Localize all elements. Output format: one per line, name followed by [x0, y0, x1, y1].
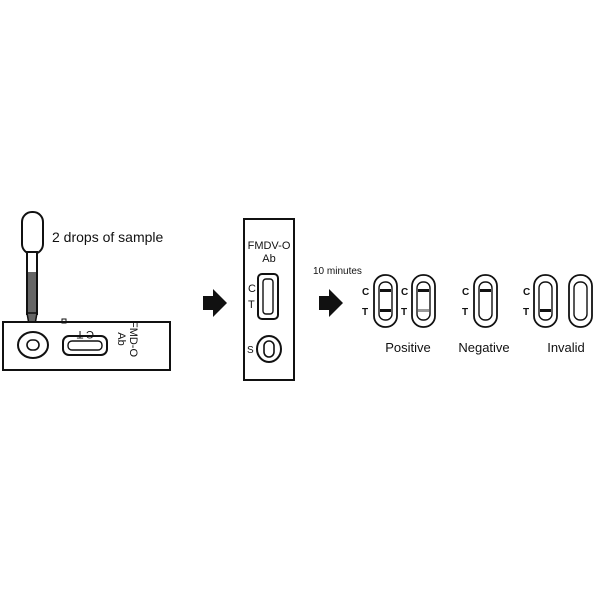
- result-strip-positive-1: C T: [362, 274, 398, 328]
- dropper-pipette: [21, 211, 44, 337]
- step1-sample-application: 2 drops of sample C T FMD-O Ab: [2, 211, 171, 371]
- cassette2-sample-letter: S: [247, 345, 254, 356]
- result-c-letter: C: [462, 287, 469, 298]
- result-window-horizontal: [62, 335, 108, 356]
- result-strip-positive-2: C T: [401, 274, 436, 328]
- result-t-letter: T: [523, 307, 529, 318]
- result-t-letter: T: [362, 307, 368, 318]
- step3-results: C T C T C T C T: [362, 274, 593, 355]
- cassette2-label-line2: Ab: [262, 253, 275, 265]
- cassette2-label-line1: FMDV-O: [248, 240, 291, 252]
- sample-well: [17, 331, 49, 359]
- cassette-horizontal: C T FMD-O Ab: [2, 318, 171, 371]
- result-label-positive: Positive: [385, 340, 431, 355]
- result-c-letter: C: [401, 287, 408, 298]
- result-t-letter: T: [462, 307, 468, 318]
- result-strip-negative: C T: [462, 274, 498, 328]
- sample-well-vertical: [256, 335, 282, 363]
- cassette1-test-letter: T: [76, 328, 83, 340]
- sample-instruction-text: 2 drops of sample: [52, 229, 163, 245]
- arrow-right-icon: [319, 289, 343, 317]
- result-window-vertical: [257, 273, 279, 320]
- cassette1-control-letter: C: [86, 328, 94, 340]
- arrow-right-icon: [203, 289, 227, 317]
- result-label-negative: Negative: [458, 340, 509, 355]
- cassette2-test-letter: T: [248, 299, 255, 311]
- result-c-letter: C: [523, 287, 530, 298]
- step2-vertical-cassette: FMDV-O Ab C T S: [243, 218, 295, 381]
- result-strip-invalid-1: C T: [523, 274, 558, 328]
- cassette2-control-letter: C: [248, 283, 256, 295]
- cassette1-label-line1: FMD-O: [127, 321, 139, 357]
- cassette1-label-line2: Ab: [115, 332, 127, 345]
- result-label-invalid: Invalid: [547, 340, 585, 355]
- result-strip-invalid-2: [568, 274, 593, 328]
- time-label: 10 minutes: [313, 266, 362, 277]
- result-c-letter: C: [362, 287, 369, 298]
- result-t-letter: T: [401, 307, 407, 318]
